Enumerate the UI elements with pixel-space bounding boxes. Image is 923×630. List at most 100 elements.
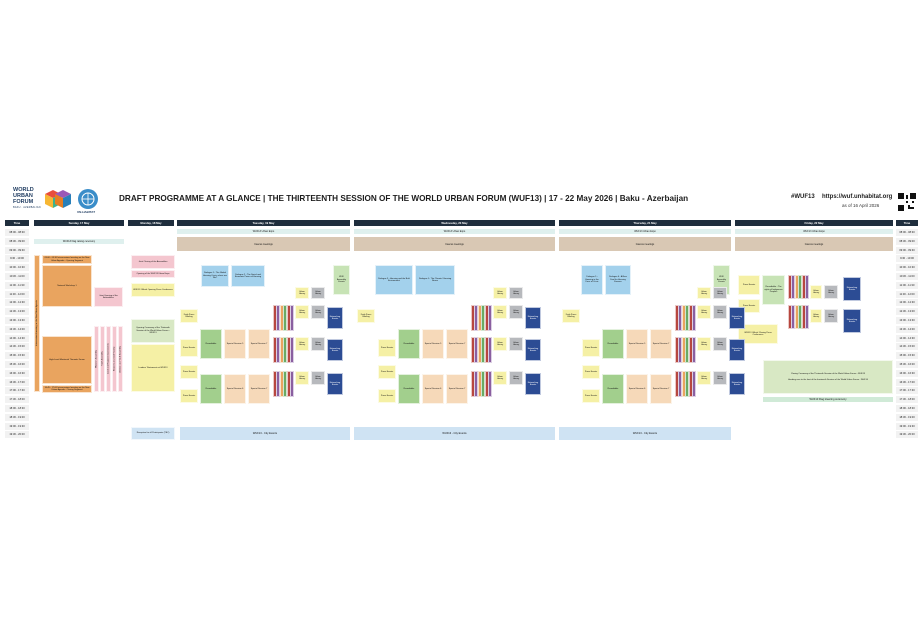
- page-title: DRAFT PROGRAMME AT A GLANCE | THE THIRTE…: [119, 194, 689, 203]
- local-regional-assembly: Local and Regional Governments: [106, 326, 111, 392]
- nua-opening: 09:00 - 09:30 Intersessional meeting on …: [42, 255, 92, 264]
- leaders-statements: Leaders' Statements at WUF13: [131, 344, 175, 392]
- press-events: Press Events: [180, 339, 198, 357]
- networking-events: Networking Events: [327, 307, 343, 329]
- urban-library: Urban Library: [697, 337, 711, 351]
- networking-events: Networking Events: [525, 307, 541, 329]
- time-slot: 15:00 - 15:30: [896, 352, 918, 361]
- wuf-cube-logo-icon: [45, 190, 71, 208]
- urban-library: Urban Library: [295, 305, 309, 319]
- event-strip: [692, 371, 696, 397]
- tuesday-header: Tuesday, 19 May: [177, 220, 350, 226]
- time-slot: 10:30 - 11:00: [5, 273, 29, 281]
- urban-library: Urban Library: [713, 371, 727, 385]
- as-of-date: as of 16 April 2026: [842, 203, 880, 208]
- time-slot: 10:00 - 10:30: [5, 264, 29, 273]
- urban-expo-thursday: WUF13 Urban Expo: [559, 229, 731, 234]
- time-slot: 16:30 - 17:00: [5, 378, 29, 387]
- urban-library: Urban Library: [824, 285, 838, 299]
- friday-press-events: Press Events: [738, 275, 760, 295]
- event-strip: [290, 337, 294, 363]
- urban-library: Urban Library: [697, 287, 711, 299]
- time-slot: 14:30 - 15:00: [896, 343, 918, 352]
- press-events: Press Events: [378, 389, 396, 403]
- wednesday-daily-press: Daily Press Briefing: [357, 309, 375, 323]
- special-session: Special Session 7: [650, 329, 672, 359]
- special-session: Special Session 7: [446, 329, 468, 359]
- city-events-thursday: WUF13 - City Events: [559, 427, 731, 440]
- dialogue-1: Dialogue 1 - The Global Housing Crisis: …: [201, 265, 229, 287]
- urban-library: Urban Library: [311, 305, 325, 319]
- urban-expo-wednesday: WUF13 Urban Expo: [354, 229, 555, 234]
- press-events: Press Events: [180, 389, 198, 403]
- event-strip: [290, 371, 294, 397]
- caucus-wednesday: Caucus meetings: [354, 237, 555, 251]
- time-slot: 17:00 - 17:30: [896, 387, 918, 396]
- time-column-header: Time: [5, 220, 29, 226]
- wednesday-header: Wednesday, 20 May: [354, 220, 555, 226]
- children-youth-assembly: Children and Youth Assembly: [118, 326, 123, 392]
- caucus-friday: Caucus meetings: [735, 237, 893, 251]
- event-strip: [692, 305, 696, 331]
- time-slot: 16:00 - 16:30: [896, 369, 918, 378]
- time-slot: 08:00 - 08:30: [896, 229, 918, 237]
- urban-library: Urban Library: [493, 337, 507, 351]
- time-slot: 19:30 - 20:00: [896, 431, 918, 440]
- urban-library: Urban Library: [493, 371, 507, 385]
- roundtable: Roundtable: [602, 374, 624, 404]
- flag-lowering-ceremony: WUF13 Flag lowering ceremony: [763, 397, 893, 402]
- time-slot: 9:30 - 10:00: [5, 255, 29, 264]
- press-events: Press Events: [582, 339, 600, 357]
- urban-library: Urban Library: [509, 305, 523, 319]
- programme-poster: WORLD URBAN FORUM BAKU · AZERBAIJAN UN-H…: [3, 179, 920, 444]
- un-habitat-label: UN-HABITAT: [77, 210, 96, 214]
- time-slot: 15:30 - 16:00: [896, 361, 918, 369]
- friday-header: Friday, 22 May: [735, 220, 893, 226]
- special-session: Special Session 6: [422, 374, 444, 404]
- time-slot: 10:30 - 11:00: [896, 273, 918, 281]
- urban-library: Urban Library: [810, 285, 822, 299]
- event-strip: [488, 337, 492, 363]
- networking-events: Networking Events: [729, 373, 745, 395]
- dialogue-2: Dialogue 2 - The Social and Economic Pow…: [231, 265, 265, 287]
- press-events: Press Events: [378, 339, 396, 357]
- opening-ceremony: Opening Ceremony of the Thirteenth Sessi…: [131, 319, 175, 343]
- time-slot: 08:30 - 09:00: [896, 237, 918, 246]
- urban-library: Urban Library: [509, 337, 523, 351]
- header: WORLD URBAN FORUM BAKU · AZERBAIJAN UN-H…: [3, 179, 920, 217]
- website-link[interactable]: https://wuf.unhabitat.org: [822, 194, 893, 200]
- opening-urban-expo: Opening of the WUF13 Urban Expo: [131, 270, 175, 278]
- city-events-tuesday: WUF13 - City Events: [180, 427, 350, 440]
- special-session: Special Session 6: [224, 374, 246, 404]
- networking-events: Networking Events: [525, 373, 541, 395]
- urban-library: Urban Library: [295, 287, 309, 299]
- roundtable: Roundtable: [602, 329, 624, 359]
- time-slot: 14:00 - 14:30: [5, 334, 29, 343]
- caucus-thursday: Caucus meetings: [559, 237, 731, 251]
- urban-expo-tuesday: WUF13 Urban Expo: [177, 229, 350, 234]
- time-slot: 18:00 - 18:30: [896, 405, 918, 413]
- time-slot: 08:00 - 08:30: [5, 229, 29, 237]
- closing-press-conference: WUF13 Official Closing Press Conference: [738, 324, 778, 344]
- time-slot: 09:00 - 09:30: [5, 246, 29, 255]
- event-strip: [692, 337, 696, 363]
- urban-library: Urban Library: [713, 287, 727, 299]
- special-session: Special Session 7: [248, 374, 270, 404]
- time-slot: 17:00 - 17:30: [5, 387, 29, 396]
- time-slot: 11:30 - 12:00: [896, 290, 918, 299]
- time-slot: 13:30 - 14:00: [5, 325, 29, 334]
- time-slot: 13:00 - 13:30: [896, 317, 918, 325]
- dialogue-4: Dialogue 4 - The Climate / Housing Nexus: [415, 265, 455, 295]
- networking-events: Networking Events: [327, 339, 343, 361]
- urban-library: Urban Library: [295, 371, 309, 385]
- urban-library: Urban Library: [295, 337, 309, 351]
- time-slot: 12:00 - 12:30: [896, 299, 918, 308]
- caucus-tuesday: Caucus meetings: [177, 237, 350, 251]
- press-events: Press Events: [582, 365, 600, 379]
- closing-ceremony: Closing Ceremony of the Thirteenth Sessi…: [763, 360, 893, 394]
- urban-library: Urban Library: [810, 309, 822, 323]
- roundtable: Roundtable: [200, 329, 222, 359]
- urban-library: Urban Library: [697, 371, 711, 385]
- networking-events: Networking Events: [729, 339, 745, 361]
- networking-events: Networking Events: [843, 277, 861, 301]
